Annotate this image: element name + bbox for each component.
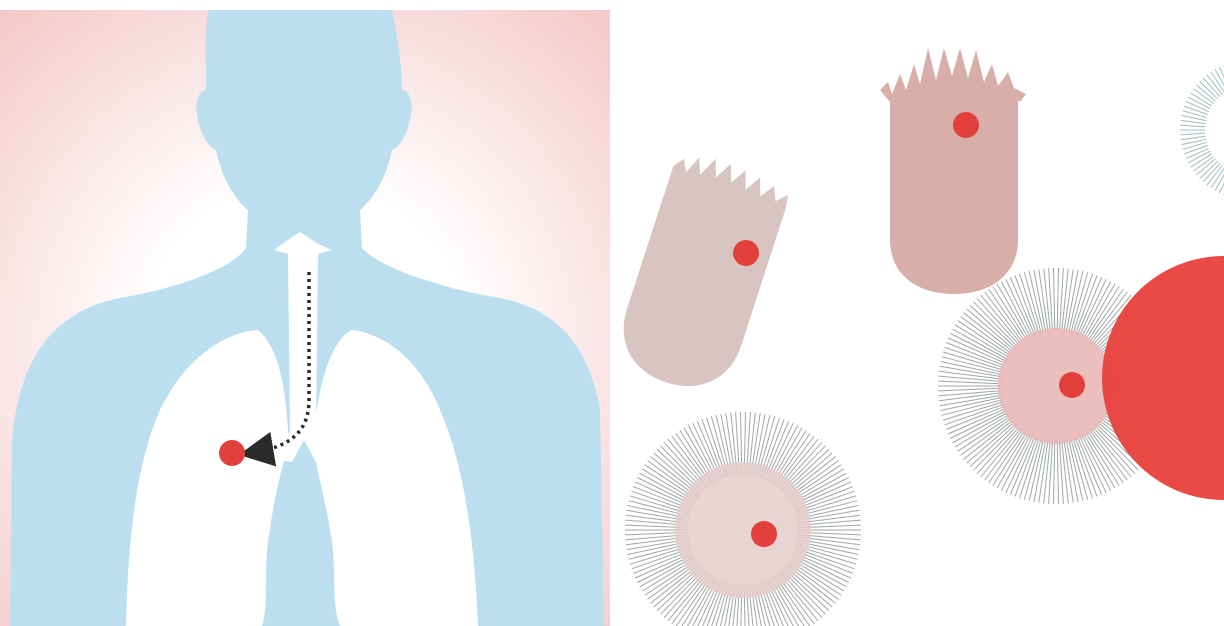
microbes-panel: [610, 10, 1224, 626]
microbes-diagram: [610, 10, 1224, 626]
lung-marker-dot: [219, 440, 245, 466]
virus-gray-marker: [751, 521, 777, 547]
respiratory-panel: [0, 10, 610, 626]
respiratory-diagram: [0, 10, 610, 626]
bacterium-dark-marker: [953, 112, 979, 138]
virus-pink-marker: [1059, 372, 1085, 398]
bacterium-dark: [880, 48, 1026, 294]
bacterium-light-marker: [733, 240, 759, 266]
